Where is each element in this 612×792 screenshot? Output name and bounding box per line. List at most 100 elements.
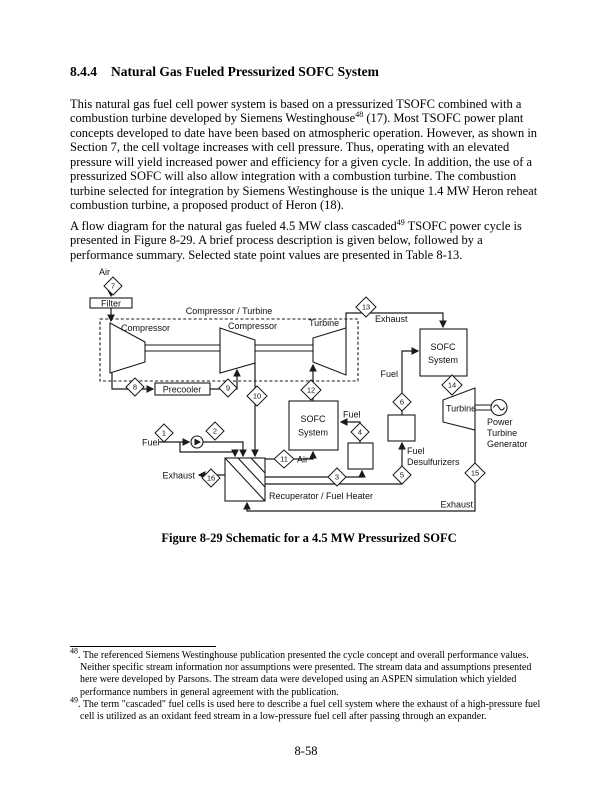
- svg-text:2: 2: [213, 427, 217, 436]
- fuel-branch-line: [179, 442, 239, 458]
- recuperator-symbol: [224, 457, 266, 502]
- state-point-14: 14: [441, 374, 463, 396]
- state-point-2: 2: [205, 421, 225, 441]
- svg-text:15: 15: [471, 469, 479, 478]
- footnote-ref-48: 48: [355, 109, 364, 119]
- filter-label: Filter: [101, 299, 121, 309]
- sofc-system-lp-box: [288, 400, 339, 451]
- body-paragraph-1: This natural gas fuel cell power system …: [70, 97, 547, 213]
- footnote-48: 48. The referenced Siemens Westinghouse …: [70, 646, 550, 699]
- svg-text:3: 3: [335, 473, 339, 482]
- shaft-compressor2-turbine: [255, 344, 313, 352]
- state-point-9: 9: [218, 378, 238, 398]
- footnotes-block: 48. The referenced Siemens Westinghouse …: [70, 646, 550, 723]
- turbine-exhaust-to-sofc-line: [345, 312, 447, 329]
- state-point-5: 5: [392, 465, 412, 485]
- pump-to-recuperator-line: [203, 441, 247, 458]
- state-point-12: 12: [300, 379, 322, 401]
- body-paragraph-2: A flow diagram for the natural gas fuele…: [70, 217, 547, 263]
- section-title: Natural Gas Fueled Pressurized SOFC Syst…: [111, 64, 379, 79]
- svg-text:6: 6: [400, 398, 404, 407]
- state-point-1: 1: [154, 423, 174, 443]
- sofc-hp-label-line2: System: [428, 355, 458, 365]
- sofc-lp-label-line2: System: [298, 428, 328, 438]
- precooler-label: Precooler: [163, 385, 202, 395]
- generator-label-line3: Generator: [487, 439, 528, 449]
- sofc-hp-label-line1: SOFC: [430, 342, 456, 352]
- compressor1-symbol: [109, 322, 146, 374]
- footnote-49: 49. The term "cascaded" fuel cells is us…: [70, 696, 550, 723]
- shaft-power-turbine-generator: [475, 404, 491, 411]
- paragraph-text: TSOFC power cycle is presented in Figure…: [70, 218, 522, 262]
- fuel-lp-label: Fuel: [343, 410, 361, 420]
- state-point-13: 13: [355, 296, 377, 318]
- fuel-desulfurizers-label-line1: Fuel: [407, 446, 425, 456]
- fuel-pump-symbol: [190, 435, 204, 449]
- turbine-symbol: [312, 327, 347, 376]
- sofc-system-hp-box: [419, 328, 468, 377]
- svg-text:1: 1: [162, 429, 166, 438]
- exhaust-top-label: Exhaust: [375, 314, 408, 324]
- svg-text:10: 10: [253, 392, 261, 401]
- svg-text:14: 14: [448, 381, 456, 390]
- footnote-48-marker: 48: [70, 646, 78, 656]
- turbine-label: Turbine: [309, 318, 339, 328]
- compressor1-label: Compressor: [121, 323, 170, 333]
- svg-text:11: 11: [280, 455, 288, 464]
- compressor2-label: Compressor: [228, 321, 277, 331]
- svg-text:7: 7: [111, 282, 115, 291]
- paragraph-text: (17). Most TSOFC power plant concepts de…: [70, 111, 538, 212]
- sofc-lp-label-line1: SOFC: [300, 414, 326, 424]
- fuel-desulfurizers-label-line2: Desulfurizers: [407, 457, 460, 467]
- exhaust-bottom-label: Exhaust: [440, 500, 473, 510]
- precooler-box: [154, 382, 211, 396]
- state-point-16: 16: [201, 468, 221, 488]
- state-point-11: 11: [273, 449, 295, 469]
- section-number: 8.4.4: [70, 64, 97, 79]
- generator-symbol: [490, 398, 508, 417]
- state-point-3: 3: [327, 467, 347, 487]
- svg-text:16: 16: [207, 474, 215, 483]
- state-point-6: 6: [392, 392, 412, 412]
- shaft-compressor1-compressor2: [145, 344, 220, 352]
- power-turbine-symbol: [442, 387, 476, 431]
- footnote-separator: [70, 646, 216, 647]
- footnote-49-text: . The term "cascaded" fuel cells is used…: [78, 698, 541, 723]
- svg-text:4: 4: [358, 428, 362, 437]
- svg-text:8: 8: [133, 383, 137, 392]
- air-sp11-label: Air: [297, 455, 308, 465]
- paragraph-text: A flow diagram for the natural gas fuele…: [70, 218, 397, 233]
- compressor-turbine-group-label: Compressor / Turbine: [186, 306, 273, 316]
- fuel-hp-label: Fuel: [380, 369, 398, 379]
- fuel1-to-desulfurizer-line: [265, 469, 366, 478]
- fuel-desulfurizer1-box: [347, 442, 374, 470]
- svg-text:12: 12: [307, 386, 315, 395]
- state-point-4: 4: [350, 422, 370, 442]
- compressor2-symbol: [219, 327, 256, 374]
- footnote-49-marker: 49: [70, 695, 78, 705]
- paragraph-text: This natural gas fuel cell power system …: [70, 96, 522, 126]
- state-point-10: 10: [246, 385, 268, 407]
- generator-label-line2: Turbine: [487, 428, 517, 438]
- svg-text:9: 9: [226, 384, 230, 393]
- exhaust-left-label: Exhaust: [162, 471, 195, 481]
- svg-text:13: 13: [362, 303, 370, 312]
- footnote-ref-49: 49: [396, 217, 405, 227]
- figure-caption: Figure 8-29 Schematic for a 4.5 MW Press…: [161, 531, 457, 545]
- footnote-48-text: . The referenced Siemens Westinghouse pu…: [78, 650, 532, 698]
- figure-8-29-schematic: Air Filter Compressor / Turbine Compress…: [89, 267, 528, 512]
- filter-box: [89, 297, 133, 309]
- state-point-8: 8: [125, 377, 145, 397]
- generator-label-line1: Power: [487, 417, 513, 427]
- precooler-to-compressor2-line: [210, 368, 241, 390]
- fuel-desulfurizer2-box: [387, 414, 416, 442]
- state-point-15: 15: [464, 462, 486, 484]
- recuperator-label: Recuperator / Fuel Heater: [269, 491, 373, 501]
- svg-text:5: 5: [400, 471, 404, 480]
- page-number: 8-58: [294, 744, 318, 758]
- state-point-7: 7: [103, 276, 123, 296]
- fuel-inlet-label: Fuel: [142, 438, 160, 448]
- section-heading: 8.4.4 Natural Gas Fueled Pressurized SOFC…: [70, 64, 548, 80]
- air-label: Air: [99, 267, 110, 277]
